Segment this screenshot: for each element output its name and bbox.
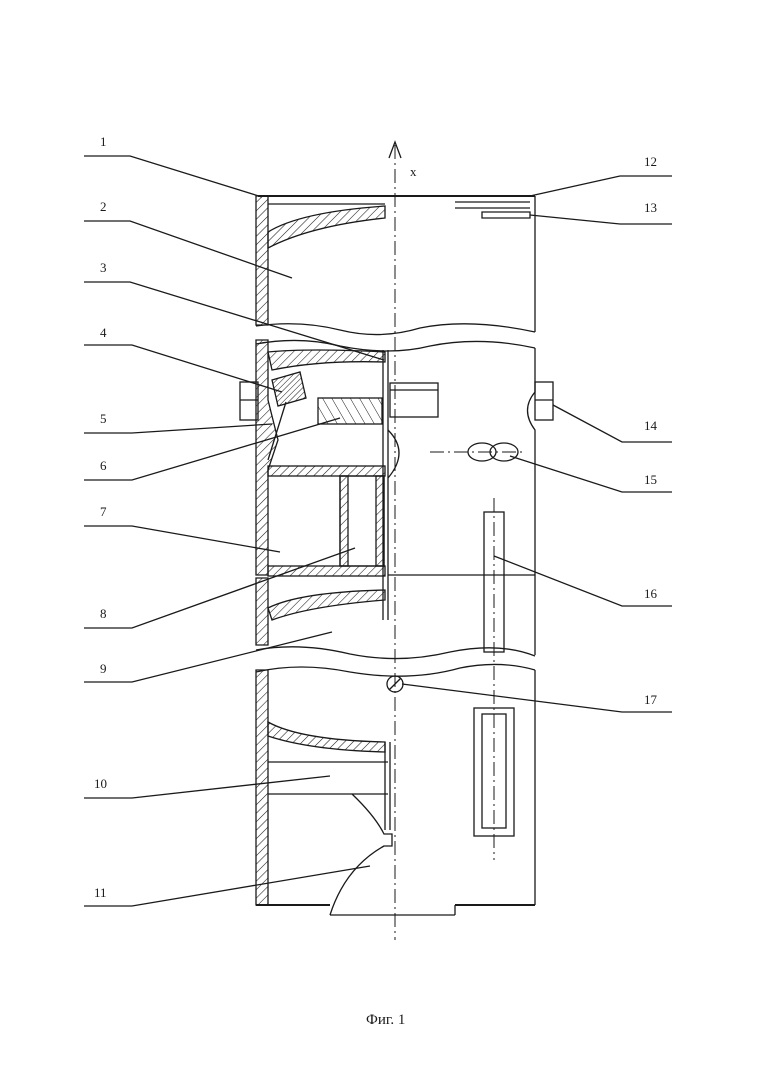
svg-text:2: 2 (100, 199, 107, 214)
label-13: 13 (530, 200, 672, 224)
right-labels: 12 13 14 15 16 17 (402, 154, 672, 712)
label-1: 1 (84, 134, 262, 197)
svg-text:16: 16 (644, 586, 658, 601)
label-10: 10 (84, 776, 330, 798)
label-7: 7 (84, 504, 280, 552)
label-16: 16 (494, 556, 672, 606)
svg-text:12: 12 (644, 154, 657, 169)
svg-text:13: 13 (644, 200, 657, 215)
svg-text:4: 4 (100, 325, 107, 340)
label-5: 5 (84, 411, 272, 433)
svg-text:5: 5 (100, 411, 107, 426)
central-axis: x (389, 142, 417, 940)
figure-caption: Фиг. 1 (366, 1012, 405, 1028)
svg-text:1: 1 (100, 134, 107, 149)
svg-text:11: 11 (94, 885, 107, 900)
svg-text:3: 3 (100, 260, 107, 275)
svg-text:6: 6 (100, 458, 107, 473)
label-15: 15 (510, 456, 672, 492)
axis-label: x (410, 164, 417, 179)
svg-text:17: 17 (644, 692, 658, 707)
label-12: 12 (530, 154, 672, 196)
svg-text:10: 10 (94, 776, 107, 791)
svg-text:9: 9 (100, 661, 107, 676)
svg-text:15: 15 (644, 472, 657, 487)
label-14: 14 (553, 405, 672, 442)
svg-text:14: 14 (644, 418, 658, 433)
label-17: 17 (402, 684, 672, 712)
label-8: 8 (84, 548, 355, 628)
label-11: 11 (84, 866, 370, 906)
svg-text:8: 8 (100, 606, 107, 621)
left-labels: 1 2 3 4 5 6 7 8 (84, 134, 384, 906)
label-9: 9 (84, 632, 332, 682)
svg-text:7: 7 (100, 504, 107, 519)
